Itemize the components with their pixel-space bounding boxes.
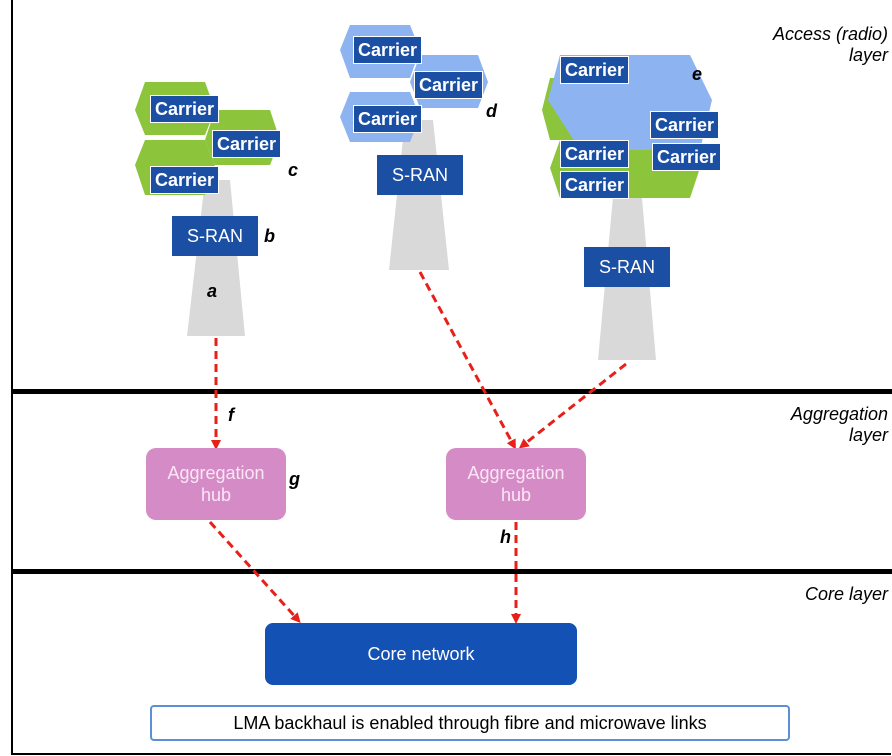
label-c: c xyxy=(288,160,299,180)
layer-label-access: Access (radio) layer xyxy=(772,24,888,65)
diagram-frame xyxy=(11,0,891,755)
carrier-box: Carrier xyxy=(414,71,484,99)
carrier-box: Carrier xyxy=(150,166,220,194)
label-d: d xyxy=(486,101,497,121)
carrier-box: Carrier xyxy=(150,95,220,123)
aggregation-core-divider xyxy=(11,569,892,574)
layer-label-core: Core layer xyxy=(804,584,888,604)
carrier-box: Carrier xyxy=(650,111,720,139)
sran-box-b: S-RAN xyxy=(172,216,258,256)
arrow-g-core xyxy=(208,520,301,623)
sran-box-d: S-RAN xyxy=(377,155,463,195)
carrier-box: Carrier xyxy=(212,130,282,158)
carrier-box: Carrier xyxy=(560,140,630,168)
label-a: a xyxy=(207,281,218,301)
label-f: f xyxy=(228,405,234,425)
mast-d xyxy=(389,120,449,270)
sran-box-e: S-RAN xyxy=(584,247,670,287)
arrow-e-hub xyxy=(518,362,627,449)
access-aggregation-divider xyxy=(11,389,892,394)
carrier-box: Carrier xyxy=(353,105,423,133)
label-e: e xyxy=(692,64,703,84)
label-g: g xyxy=(289,469,300,489)
aggregation-hub-g: Aggregation hub xyxy=(146,448,286,520)
arrow-d-hub xyxy=(418,271,516,450)
carrier-box: Carrier xyxy=(353,36,423,64)
carrier-box: Carrier xyxy=(560,56,630,84)
label-h: h xyxy=(500,527,511,547)
carrier-box: Carrier xyxy=(560,171,630,199)
core-network: Core network xyxy=(265,623,577,685)
layer-label-aggregation: Aggregation layer xyxy=(790,404,888,445)
label-b: b xyxy=(264,226,275,246)
carrier-box: Carrier xyxy=(652,143,722,171)
aggregation-hub-h: Aggregation hub xyxy=(446,448,586,520)
mast-a xyxy=(187,180,245,336)
backhaul-note: LMA backhaul is enabled through fibre an… xyxy=(150,705,790,741)
